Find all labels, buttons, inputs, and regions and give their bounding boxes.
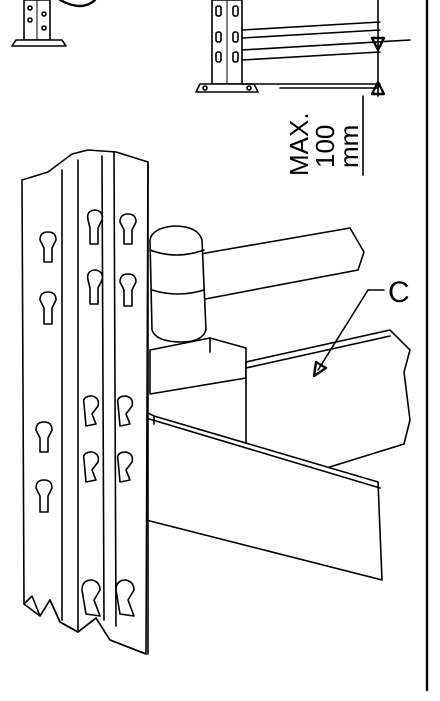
- upright-face: [21, 149, 149, 655]
- dimension-max-text: MAX.: [284, 112, 314, 176]
- top-beam: [241, 21, 381, 61]
- upright-slots-right: [115, 213, 137, 617]
- dimension-indicator: MAX. 100 mm: [241, 0, 411, 176]
- top-baseplate-middle: [195, 83, 259, 93]
- label-c: C: [388, 276, 410, 309]
- top-baseplate-left: [11, 39, 67, 47]
- upright-post: [21, 149, 149, 655]
- wooden-block: [149, 337, 247, 395]
- mallet: [149, 225, 365, 343]
- mallet-head: [149, 225, 207, 343]
- top-inset-uprights: [11, 0, 381, 93]
- top-curve: [58, 0, 97, 8]
- label-c-callout: C: [312, 276, 410, 378]
- upright-break-edge: [23, 595, 147, 655]
- dimension-mm-text: mm: [334, 125, 364, 168]
- upright-slots-left: [35, 231, 57, 513]
- dimension-100-text: 100: [310, 125, 340, 168]
- upright-slots-middle: [81, 209, 104, 617]
- mallet-handle: [199, 227, 365, 301]
